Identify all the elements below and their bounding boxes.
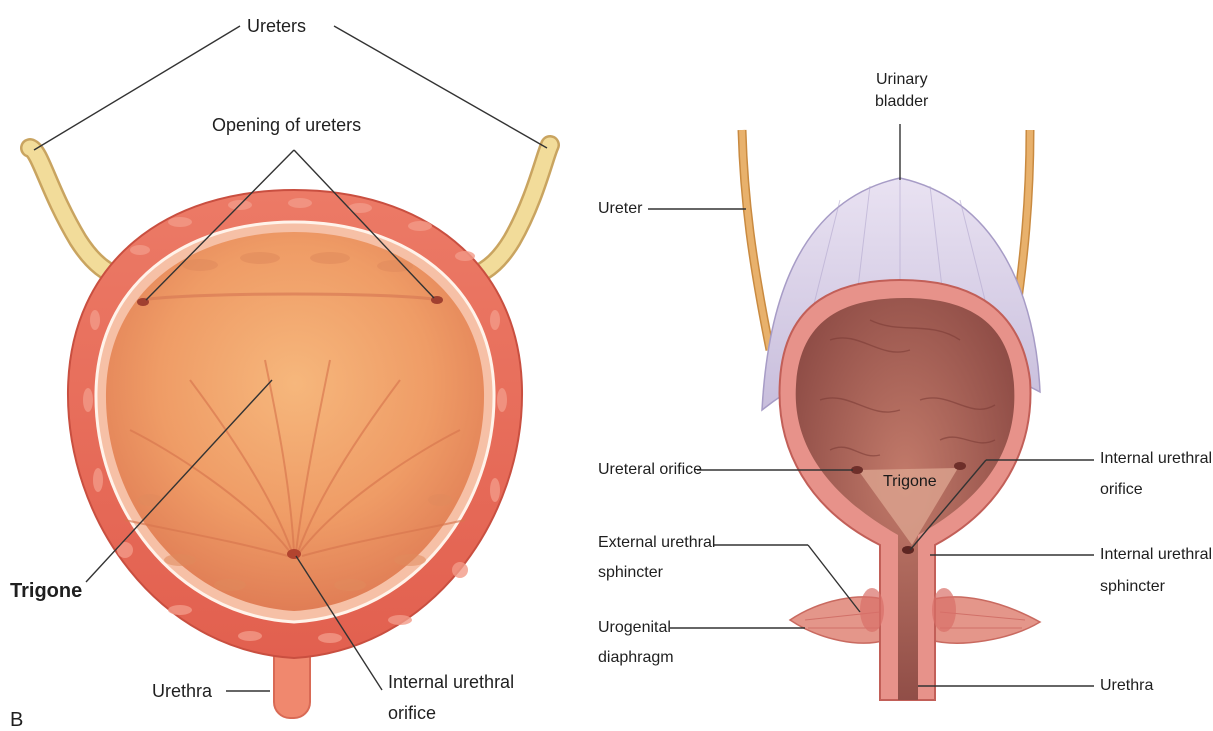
label-external-urethral-sphincter-1: External urethral — [598, 533, 715, 553]
left-bladder-figure — [30, 145, 550, 718]
label-ureters: Ureters — [247, 15, 306, 37]
right-bladder-figure — [742, 130, 1040, 700]
label-urethra-right: Urethra — [1100, 676, 1153, 696]
label-urinary-bladder-2: bladder — [875, 92, 928, 112]
label-opening-of-ureters: Opening of ureters — [212, 114, 361, 136]
label-internal-urethral-sphincter-1: Internal urethral — [1100, 545, 1212, 565]
label-urogenital-diaphragm-1: Urogenital — [598, 618, 671, 638]
label-internal-urethral-orifice-right-2: orifice — [1100, 480, 1143, 500]
label-trigone-left: Trigone — [10, 580, 82, 602]
label-internal-urethral-orifice-left-1: Internal urethral — [388, 671, 514, 693]
label-urogenital-diaphragm-2: diaphragm — [598, 648, 674, 668]
label-urethra-left: Urethra — [152, 680, 212, 702]
label-ureteral-orifice: Ureteral orifice — [598, 460, 702, 480]
left-internal-urethral-orifice — [287, 549, 301, 559]
label-internal-urethral-sphincter-2: sphincter — [1100, 577, 1165, 597]
label-external-urethral-sphincter-2: sphincter — [598, 563, 663, 583]
label-urinary-bladder-1: Urinary — [876, 70, 928, 90]
panel-letter: B — [10, 709, 23, 731]
label-trigone-right: Trigone — [883, 472, 937, 492]
label-ureter: Ureter — [598, 199, 642, 219]
label-internal-urethral-orifice-left-2: orifice — [388, 702, 436, 724]
right-ureteral-orifice-right — [954, 462, 966, 470]
label-internal-urethral-orifice-right-1: Internal urethral — [1100, 449, 1212, 469]
